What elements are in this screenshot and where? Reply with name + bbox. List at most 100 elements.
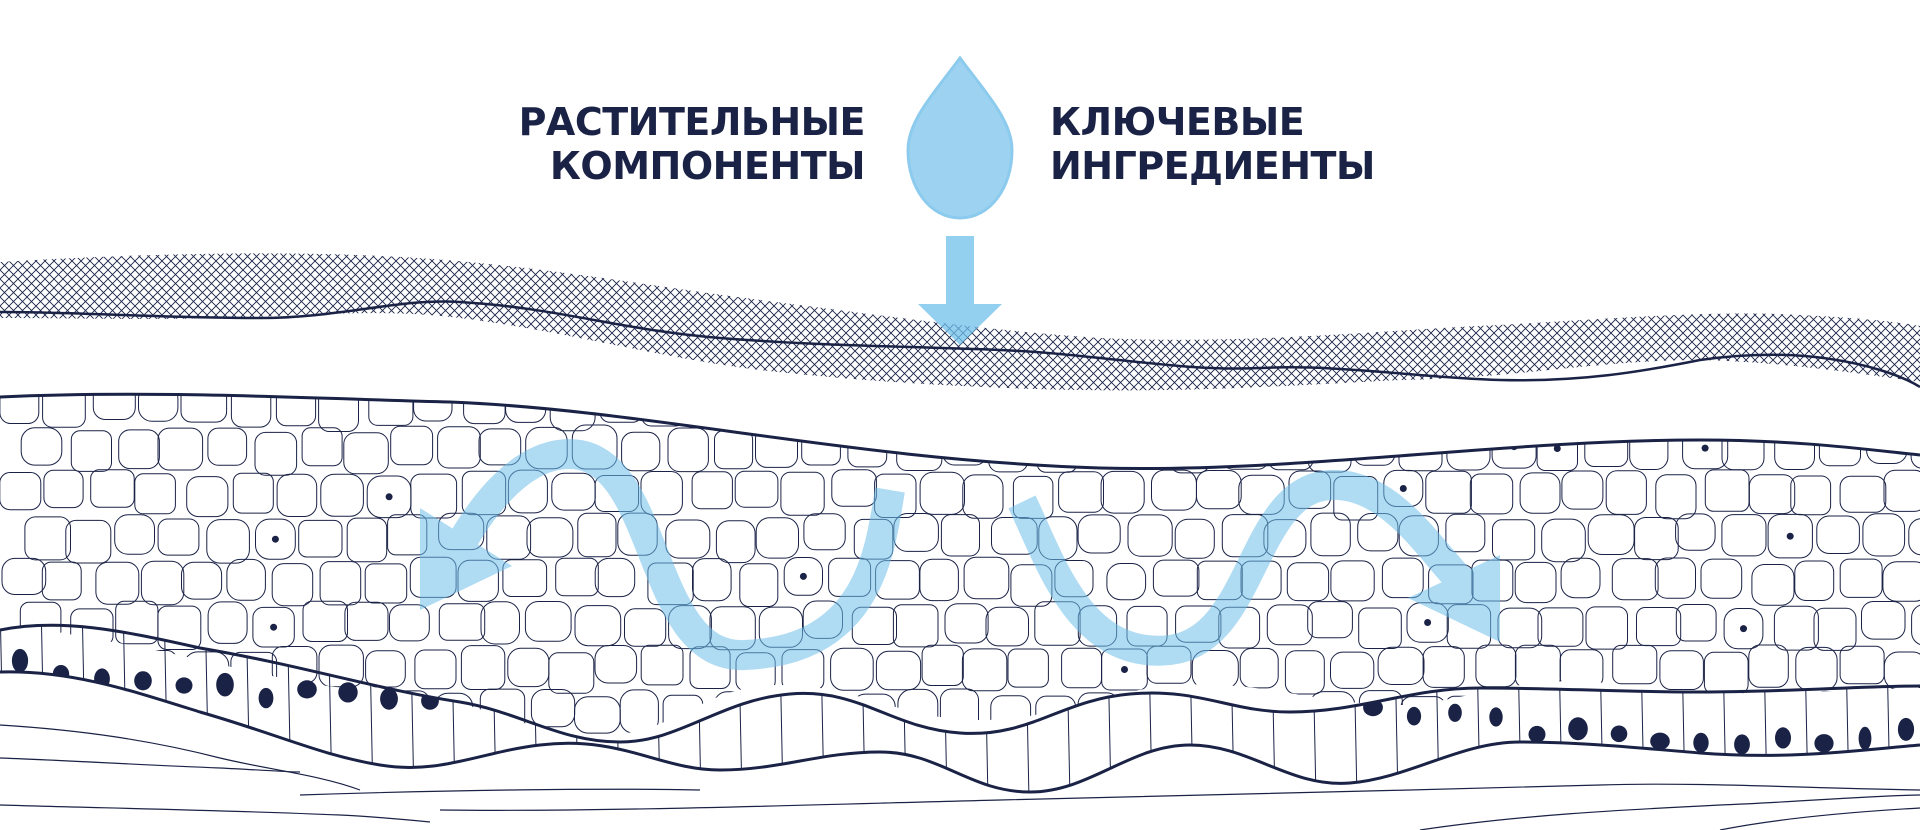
cell	[254, 431, 298, 476]
cell	[1700, 558, 1743, 599]
cell	[368, 394, 414, 426]
cell	[1358, 607, 1402, 649]
cell-nucleus	[1740, 625, 1747, 633]
cell	[19, 601, 62, 641]
cell	[1106, 563, 1147, 601]
cell	[1796, 394, 1839, 421]
cell	[1174, 518, 1215, 559]
cell	[803, 513, 846, 551]
cell	[1307, 601, 1353, 639]
cell-nucleus	[1701, 444, 1709, 452]
cell	[43, 469, 84, 509]
basal-nucleus	[216, 672, 234, 697]
cell	[1061, 647, 1102, 689]
cell	[1497, 607, 1543, 649]
cell	[0, 472, 42, 511]
cell	[524, 601, 572, 642]
basal-cell-wall	[860, 625, 866, 792]
hatched-layer	[0, 253, 1920, 391]
cell	[692, 558, 732, 602]
basal-nucleus	[667, 673, 685, 693]
cell	[319, 561, 362, 606]
plant-components-line1: РАСТИТЕЛЬНЫЕ	[518, 100, 866, 144]
cell	[828, 394, 870, 432]
epidermis-cells	[0, 394, 1920, 735]
basal-nucleus	[1610, 725, 1628, 743]
basal-cell-wall	[532, 625, 538, 792]
cell	[207, 601, 248, 644]
basal-nucleus	[1406, 706, 1422, 726]
cell	[1861, 601, 1906, 640]
cell	[940, 514, 981, 557]
cell	[1629, 428, 1669, 470]
cell	[365, 650, 406, 688]
cell	[665, 519, 711, 559]
cell	[574, 605, 622, 647]
basal-nucleus	[1160, 668, 1176, 688]
epidermis-top-boundary	[0, 392, 1920, 471]
cell	[318, 394, 360, 432]
cell	[1151, 469, 1197, 511]
key-ingredients-line2: ИНГРЕДИЕНТЫ	[1050, 144, 1375, 188]
cell	[1839, 645, 1885, 685]
basal-nucleus	[1775, 727, 1791, 749]
cell	[70, 430, 113, 472]
cell	[1612, 644, 1658, 685]
cell	[157, 518, 200, 556]
cell	[530, 689, 576, 728]
cell	[1035, 695, 1077, 735]
cell	[1910, 426, 1920, 469]
cell	[783, 557, 824, 596]
basal-nucleus	[134, 671, 152, 691]
cell	[551, 472, 596, 511]
basal-cell-wall	[1639, 625, 1645, 792]
cell	[870, 394, 914, 425]
cell	[0, 394, 40, 424]
cell	[505, 394, 547, 423]
basal-cell-wall	[286, 625, 292, 792]
cell	[1794, 560, 1835, 601]
cell	[1721, 427, 1765, 471]
cell	[691, 471, 733, 510]
cell	[460, 645, 506, 690]
basal-cell-wall	[1434, 625, 1440, 792]
cell	[1100, 470, 1145, 514]
cell	[1911, 603, 1920, 646]
basal-layer-bottom-line	[0, 670, 1920, 794]
cell	[921, 644, 964, 687]
cell	[1567, 394, 1607, 425]
cell	[574, 696, 621, 734]
cell	[410, 473, 458, 519]
basal-nucleus	[707, 671, 727, 688]
cell	[1264, 696, 1307, 735]
basal-cell-wall	[409, 625, 415, 792]
cell	[1007, 648, 1049, 688]
basal-cell-wall	[1762, 625, 1768, 792]
cell	[667, 427, 709, 473]
basal-nucleus	[831, 651, 849, 669]
basal-nucleus	[1897, 717, 1915, 741]
basal-nucleus	[1734, 734, 1750, 755]
cell	[1866, 424, 1908, 464]
cell	[364, 563, 408, 604]
cell	[1607, 394, 1649, 431]
cell	[1678, 693, 1721, 731]
cell	[24, 516, 71, 561]
dermis-fibers	[0, 724, 1920, 830]
cell	[963, 394, 1009, 421]
cell	[715, 520, 756, 564]
cell	[118, 429, 160, 470]
cell-nucleus	[385, 493, 393, 501]
cell	[1790, 475, 1832, 516]
cell	[1053, 394, 1097, 430]
basal-layer-top-line	[0, 623, 1920, 744]
cell	[72, 690, 117, 732]
cell	[1425, 470, 1472, 514]
cell	[739, 563, 779, 607]
cell	[1703, 651, 1749, 695]
cell	[42, 394, 86, 428]
basal-nucleus	[1489, 707, 1503, 727]
cell	[438, 603, 486, 641]
cell	[1654, 557, 1697, 599]
cell	[1561, 470, 1604, 510]
